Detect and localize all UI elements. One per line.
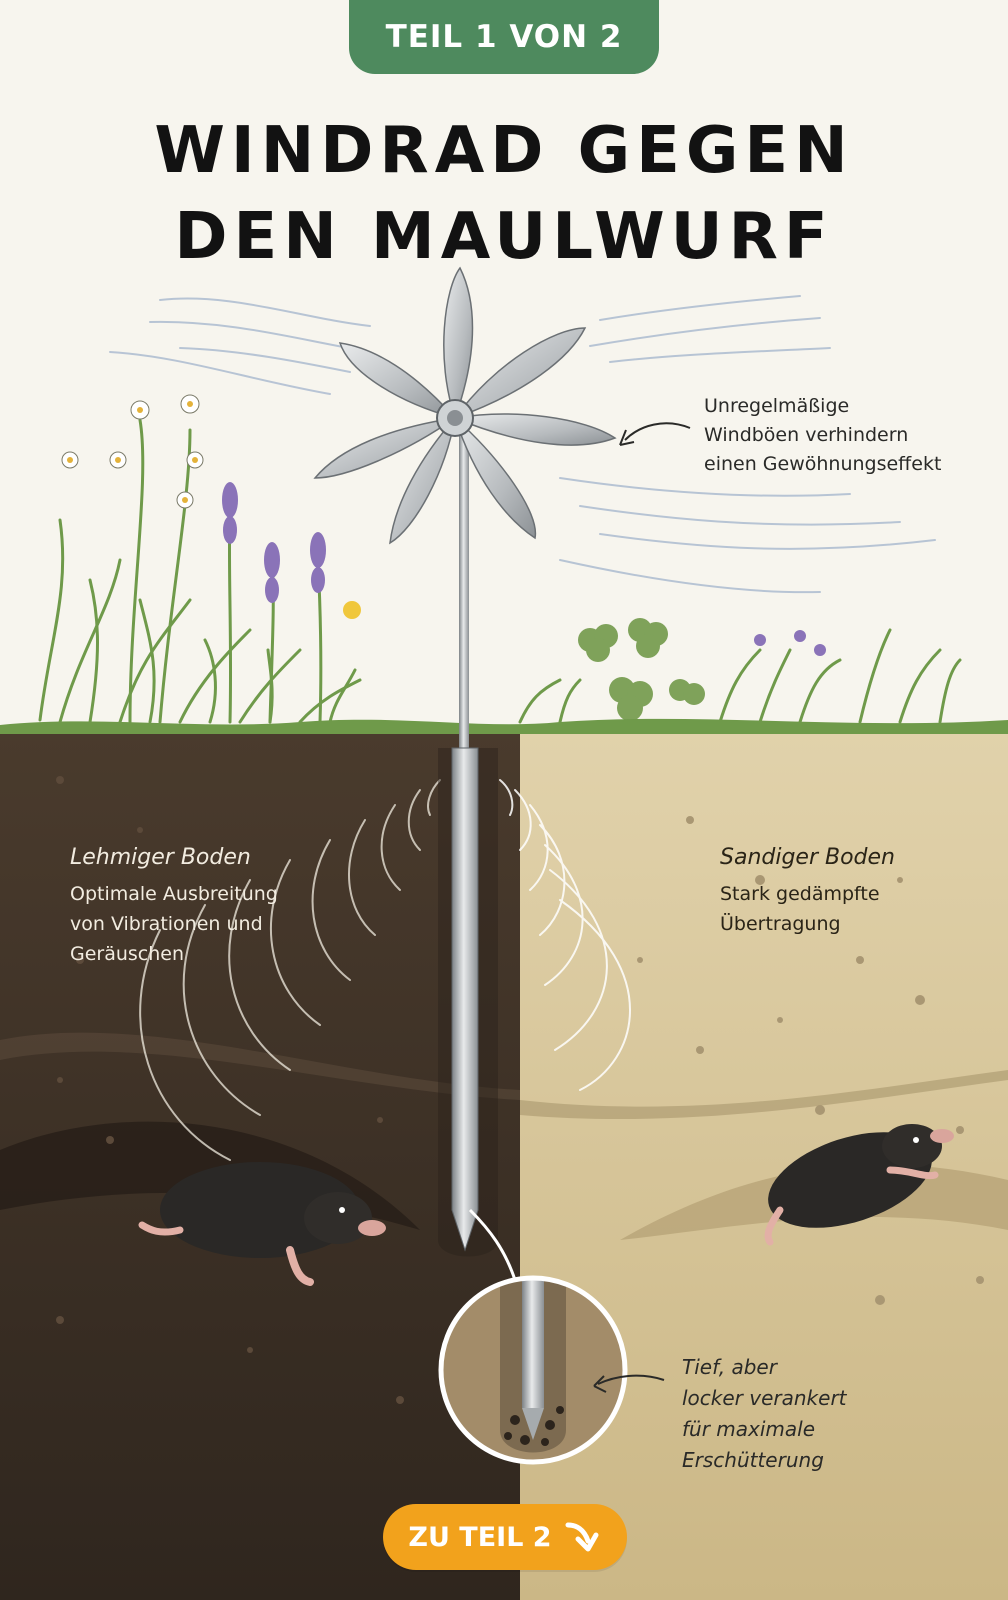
mole-icon — [138, 1162, 386, 1286]
anchor-note-arrow — [597, 1374, 665, 1385]
anchor-note-line-3: für maximale — [682, 1417, 816, 1441]
loam-line-1: Optimale Ausbreitung — [70, 883, 278, 905]
sand-line-1: Stark gedämpfte — [720, 883, 880, 905]
arrow-down-right-icon — [562, 1517, 602, 1557]
loam-line-3: Geräuschen — [70, 943, 185, 965]
anchor-note: Tief, aber locker verankert für maximale… — [682, 1352, 922, 1476]
page-title: WINDRAD GEGEN DEN MAULWURF — [0, 108, 1008, 280]
next-part-button[interactable]: ZU TEIL 2 — [383, 1504, 627, 1570]
loam-line-2: von Vibrationen und — [70, 913, 263, 935]
meadow-right — [518, 618, 962, 724]
pinwheel-icon — [313, 266, 617, 545]
anchor-note-line-2: locker verankert — [682, 1386, 847, 1410]
sand-note: Sandiger Boden Stark gedämpfte Übertragu… — [720, 843, 960, 939]
wind-lines — [109, 295, 936, 594]
anchor-detail-lens — [438, 1208, 628, 1465]
wind-note-line-1: Unregelmäßige — [704, 395, 850, 417]
title-line-1: WINDRAD GEGEN — [154, 114, 854, 188]
meadow-left — [38, 394, 362, 724]
mole-icon — [764, 1124, 954, 1246]
vibration-arcs-left — [139, 779, 441, 1161]
wind-note-arrow — [624, 422, 691, 441]
anchor-note-line-1: Tief, aber — [682, 1355, 777, 1379]
loam-crumbs — [56, 776, 404, 1404]
loam-note: Lehmiger Boden Optimale Ausbreitung von … — [70, 843, 330, 969]
sand-heading: Sandiger Boden — [720, 845, 896, 870]
loam-heading: Lehmiger Boden — [70, 845, 251, 870]
sand-line-2: Übertragung — [720, 913, 841, 935]
wind-note-line-3: einen Gewöhnungseffekt — [704, 453, 942, 475]
vibration-arcs-right — [499, 779, 631, 1091]
title-line-2: DEN MAULWURF — [174, 200, 834, 274]
anchor-note-line-4: Erschütterung — [682, 1448, 824, 1472]
wind-note-line-2: Windböen verhindern — [704, 424, 909, 446]
part-tag: TEIL 1 VON 2 — [349, 0, 659, 74]
wind-note: Unregelmäßige Windböen verhindern einen … — [704, 392, 984, 479]
anchor-note-arrowhead — [593, 1375, 607, 1393]
pinwheel-pole — [451, 420, 479, 1252]
sand-pebbles — [637, 816, 984, 1305]
next-part-label: ZU TEIL 2 — [408, 1521, 552, 1553]
wind-note-arrowhead — [619, 429, 635, 446]
